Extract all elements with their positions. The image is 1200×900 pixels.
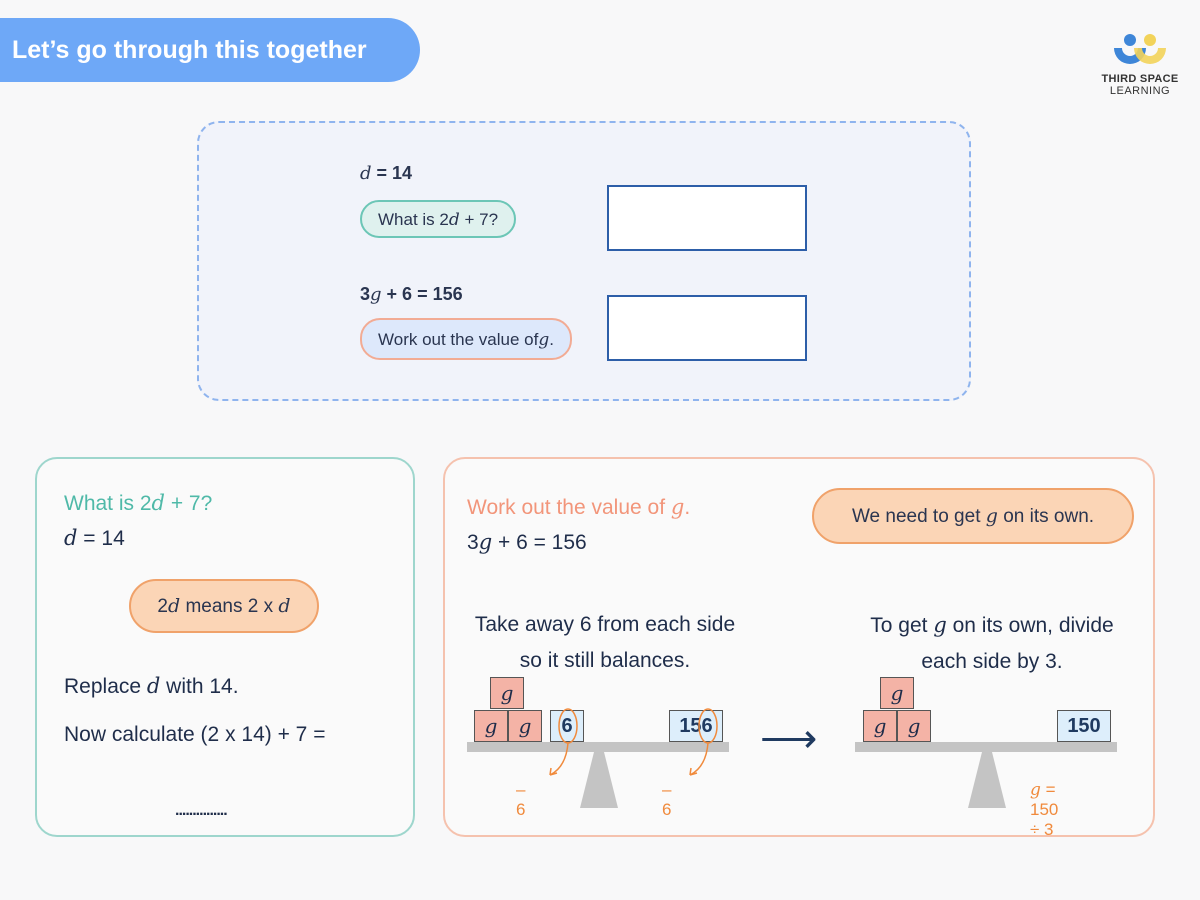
card-1-hint: 2d means 2 x d: [129, 579, 319, 633]
answer-input-1[interactable]: [607, 185, 807, 251]
card-1-calc: Now calculate (2 x 14) + 7 =: [64, 723, 326, 746]
question-1-given: d = 14: [360, 163, 413, 184]
banner-title: Let’s go through this together: [0, 18, 420, 82]
card-1-replace: Replace d with 14.: [64, 674, 239, 698]
g-block: g: [880, 677, 914, 709]
logo: THIRD SPACE LEARNING: [1090, 32, 1190, 97]
question-panel: [197, 121, 971, 401]
card-1-title: What is 2d + 7?: [64, 491, 213, 515]
number-block: 156: [669, 710, 723, 742]
answer-input-2[interactable]: [607, 295, 807, 361]
question-2-given: 3g + 6 = 156: [360, 284, 463, 305]
minus-label: – 6: [662, 780, 672, 819]
g-block: g: [863, 710, 897, 742]
scale-beam: [855, 742, 1117, 752]
arrow-icon: ⟶: [760, 717, 818, 761]
g-block: g: [474, 710, 508, 742]
card-2-title: Work out the value of g.: [467, 495, 691, 519]
card-2-hint: We need to get g on its own.: [812, 488, 1134, 544]
worked-example-card-1: [35, 457, 415, 837]
result-equation: g = 150 ÷ 3: [1030, 780, 1059, 839]
number-block: 6: [550, 710, 584, 742]
number-block: 150: [1057, 710, 1111, 742]
logo-text: THIRD SPACE: [1101, 73, 1179, 85]
scale-fulcrum: [580, 752, 618, 808]
subtract-annotation-icon: [549, 708, 718, 776]
question-1-prompt: What is 2d + 7?: [360, 200, 517, 238]
g-block: g: [490, 677, 524, 709]
scale-beam: [467, 742, 729, 752]
logo-text: LEARNING: [1109, 85, 1171, 97]
card-2-equation: 3g + 6 = 156: [467, 530, 587, 554]
g-block: g: [897, 710, 931, 742]
g-block: g: [508, 710, 542, 742]
answer-blank: ...............: [175, 802, 228, 819]
question-2-prompt: Work out the value ofg.: [360, 318, 572, 360]
scale-fulcrum: [968, 752, 1006, 808]
minus-label: – 6: [516, 780, 526, 819]
card-1-given: d = 14: [64, 526, 125, 550]
logo-icon: [1114, 34, 1166, 64]
